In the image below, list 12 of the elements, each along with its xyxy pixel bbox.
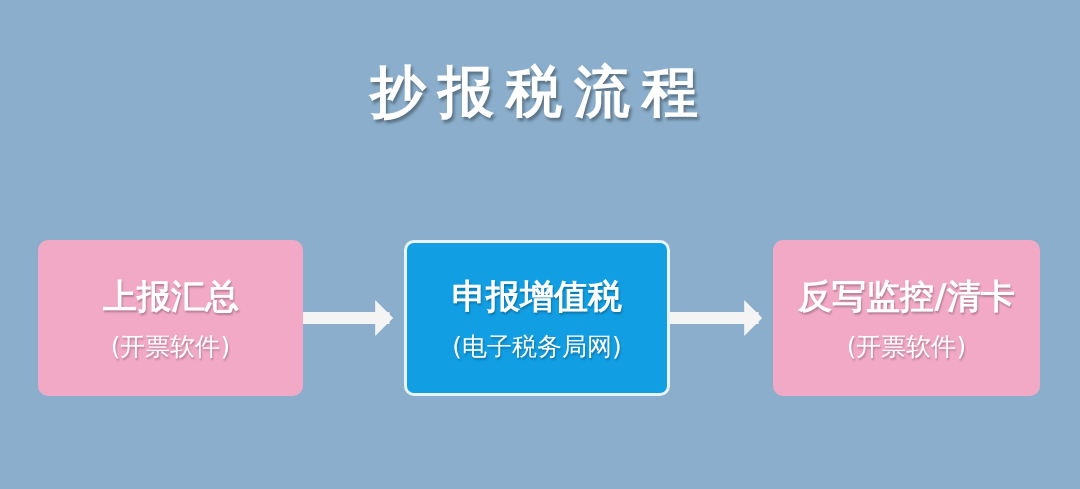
step-note: (开票软件) [846, 330, 967, 363]
title: 抄报税流程 [368, 58, 711, 126]
process-box [404, 240, 670, 396]
arrow [670, 300, 763, 336]
step-note: (开票软件) [110, 330, 231, 363]
process-box [38, 240, 303, 396]
arrow [303, 300, 394, 336]
process-box [773, 240, 1040, 396]
step-heading: 上报汇总 [102, 274, 239, 318]
step-heading: 反写监控/清卡 [798, 274, 1015, 318]
step-note: (电子税务局网) [452, 330, 622, 363]
step-heading: 申报增值税 [452, 274, 622, 318]
